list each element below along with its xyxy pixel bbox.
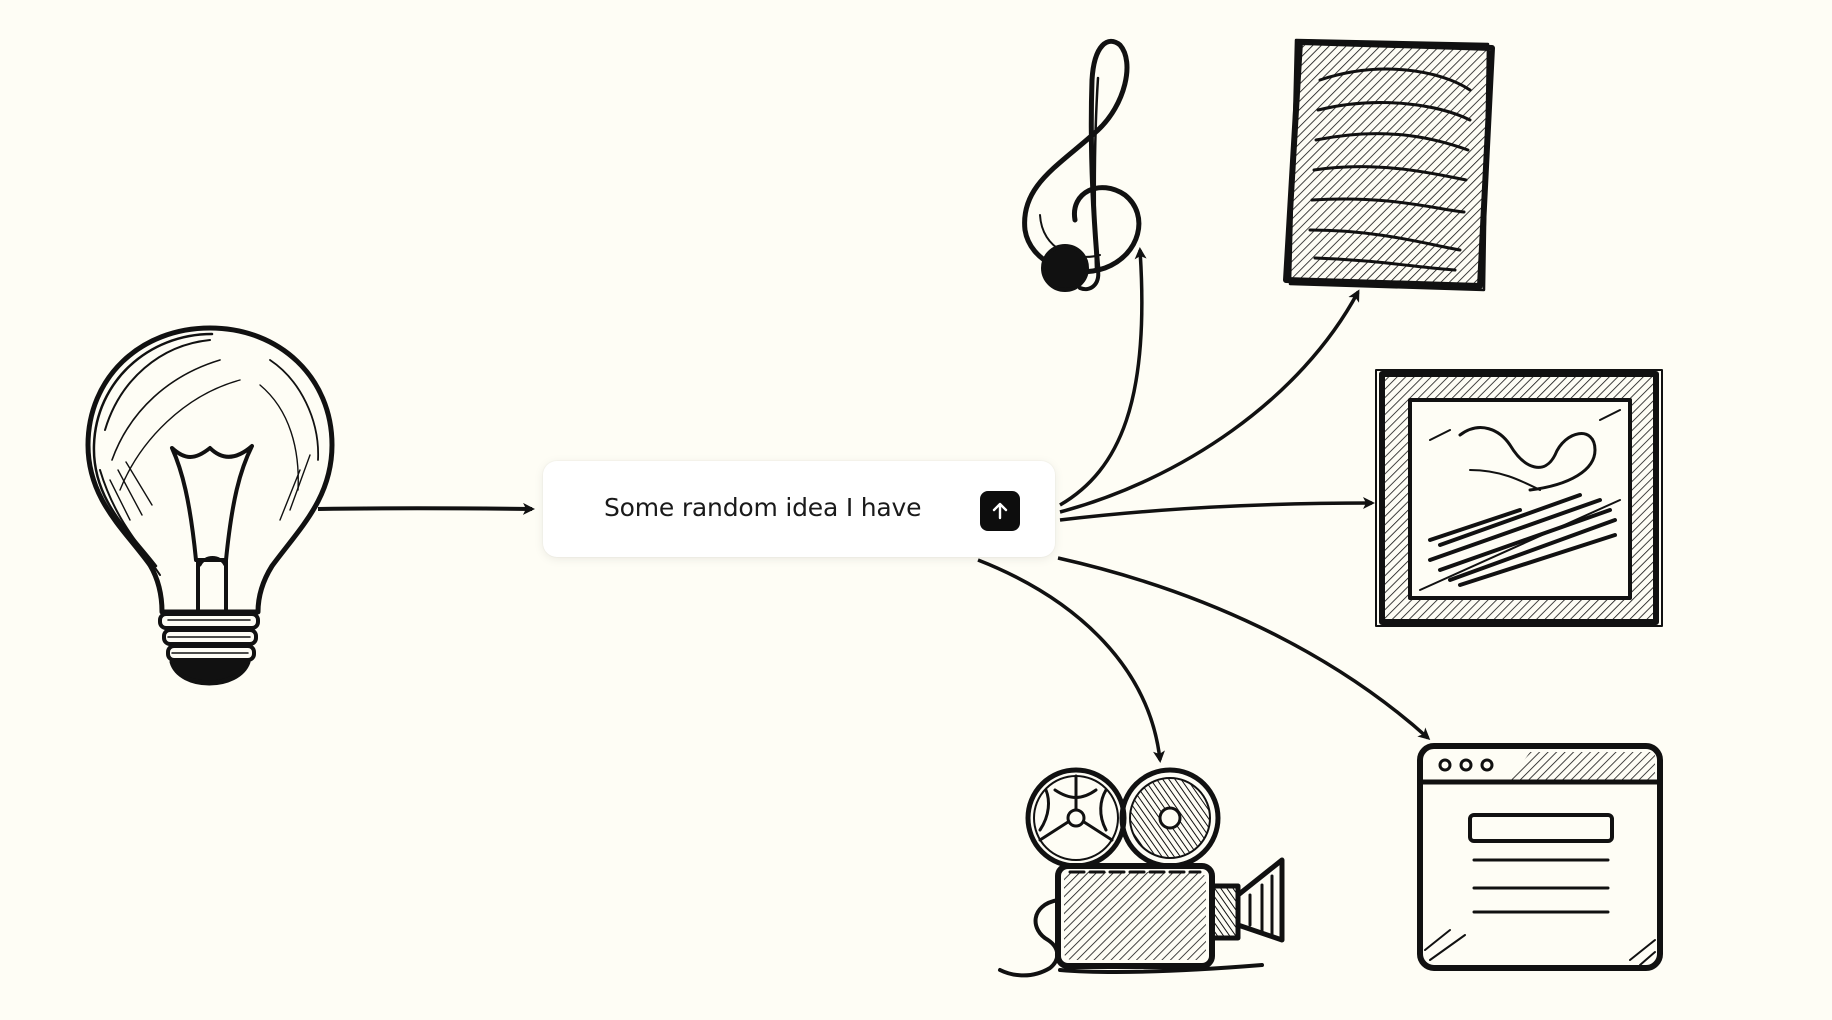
lightbulb-icon	[85, 325, 335, 686]
prompt-box[interactable]: Some random idea I have	[543, 461, 1055, 557]
arrow-to-picture	[1059, 497, 1375, 522]
arrow-to-music	[1059, 247, 1147, 507]
arrow-to-document	[1059, 289, 1360, 514]
arrow-idea-to-prompt	[317, 502, 535, 515]
arrow-to-video	[977, 558, 1165, 763]
send-button[interactable]	[980, 491, 1020, 531]
prompt-text[interactable]: Some random idea I have	[604, 493, 922, 522]
music-note-icon	[1022, 38, 1142, 292]
arrow-to-browser	[1057, 556, 1431, 741]
arrow-up-icon	[992, 502, 1008, 520]
document-icon	[1283, 38, 1495, 292]
picture-frame-icon	[1375, 369, 1663, 627]
browser-window-icon	[1417, 743, 1663, 971]
video-camera-icon	[998, 767, 1285, 978]
